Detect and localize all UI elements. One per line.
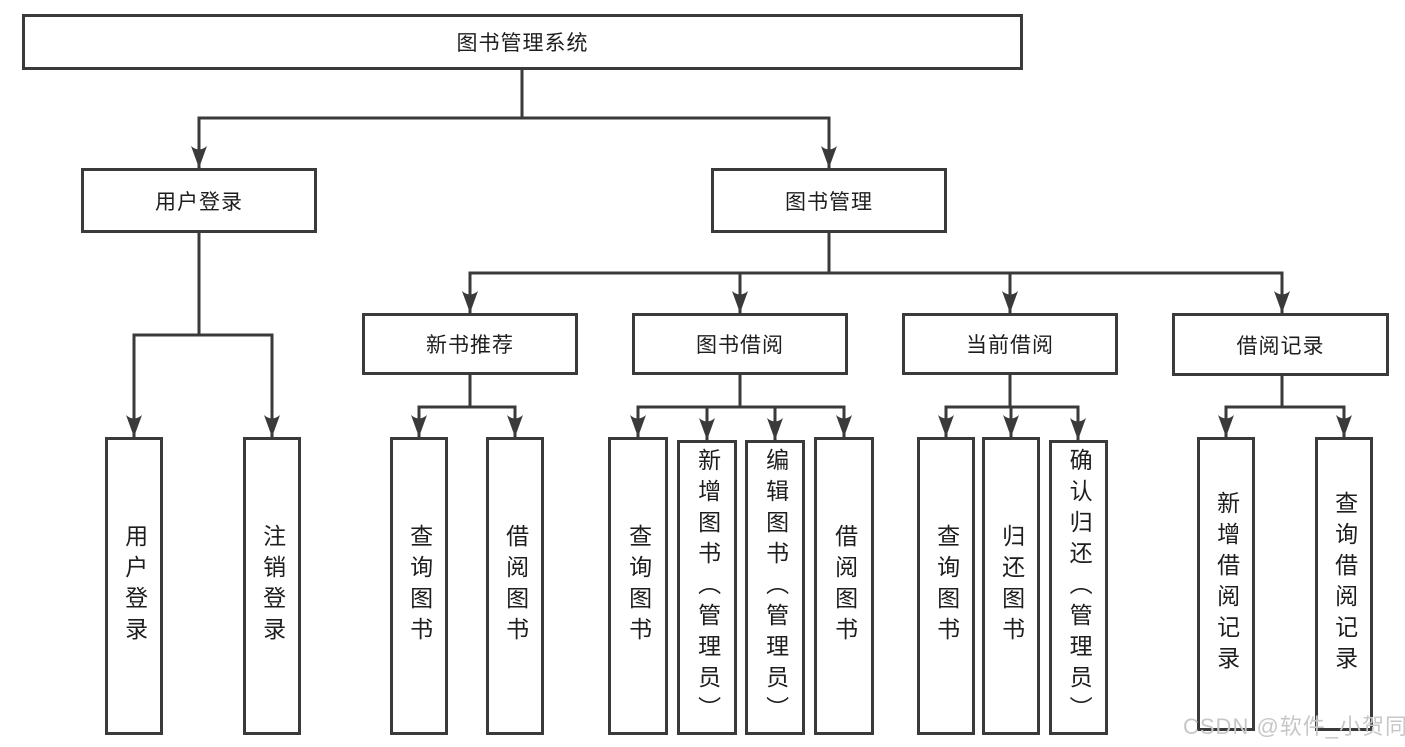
node-new-book-rec: 新书推荐 bbox=[362, 313, 578, 375]
leaf-rec-borrow-book: 借阅图书 bbox=[486, 437, 544, 735]
node-book-borrow-label: 图书借阅 bbox=[696, 334, 784, 357]
node-current-borrow: 当前借阅 bbox=[902, 313, 1118, 375]
node-borrow-record-label: 借阅记录 bbox=[1236, 334, 1325, 358]
leaf-cb-return-book-label: 归还图书 bbox=[998, 524, 1025, 648]
leaf-logout: 注销登录 bbox=[243, 437, 301, 735]
leaf-br-query-record: 查询借阅记录 bbox=[1315, 437, 1373, 731]
leaf-bb-query-book-label: 查询图书 bbox=[625, 524, 652, 648]
leaf-bb-edit-book: 编辑图书（管理员） bbox=[745, 440, 805, 735]
leaf-bb-borrow-book: 借阅图书 bbox=[814, 437, 874, 735]
leaf-cb-confirm-return-label: 确认归还（管理员） bbox=[1066, 448, 1093, 727]
node-borrow-record: 借阅记录 bbox=[1172, 313, 1389, 376]
leaf-rec-query-book-label: 查询图书 bbox=[406, 524, 433, 648]
leaf-logout-label: 注销登录 bbox=[259, 524, 286, 648]
leaf-br-query-record-label: 查询借阅记录 bbox=[1331, 491, 1358, 677]
leaf-bb-add-book: 新增图书（管理员） bbox=[677, 440, 737, 735]
node-root-label: 图书管理系统 bbox=[456, 32, 589, 55]
leaf-cb-confirm-return: 确认归还（管理员） bbox=[1049, 440, 1108, 735]
leaf-user-login: 用户登录 bbox=[105, 437, 163, 735]
node-user-login: 用户登录 bbox=[81, 168, 317, 233]
leaf-bb-add-book-label: 新增图书（管理员） bbox=[694, 448, 721, 727]
leaf-cb-return-book: 归还图书 bbox=[982, 437, 1040, 735]
csdn-watermark: CSDN @软件_小贺同学 bbox=[1183, 714, 1405, 739]
leaf-br-add-record: 新增借阅记录 bbox=[1197, 437, 1255, 731]
node-book-mgmt: 图书管理 bbox=[711, 168, 947, 233]
leaf-rec-borrow-book-label: 借阅图书 bbox=[502, 524, 529, 648]
node-book-borrow: 图书借阅 bbox=[632, 313, 848, 375]
node-new-book-rec-label: 新书推荐 bbox=[426, 334, 514, 357]
leaf-bb-query-book: 查询图书 bbox=[608, 437, 668, 735]
leaf-user-login-label: 用户登录 bbox=[121, 524, 148, 648]
leaf-bb-borrow-book-label: 借阅图书 bbox=[831, 524, 858, 648]
node-user-login-label: 用户登录 bbox=[155, 190, 243, 214]
leaf-rec-query-book: 查询图书 bbox=[390, 437, 448, 735]
leaf-bb-edit-book-label: 编辑图书（管理员） bbox=[762, 448, 789, 727]
node-book-mgmt-label: 图书管理 bbox=[785, 190, 873, 214]
node-current-borrow-label: 当前借阅 bbox=[966, 334, 1054, 357]
leaf-br-add-record-label: 新增借阅记录 bbox=[1213, 491, 1240, 677]
leaf-cb-query-book-label: 查询图书 bbox=[933, 524, 960, 648]
node-root: 图书管理系统 bbox=[22, 14, 1023, 70]
leaf-cb-query-book: 查询图书 bbox=[917, 437, 975, 735]
